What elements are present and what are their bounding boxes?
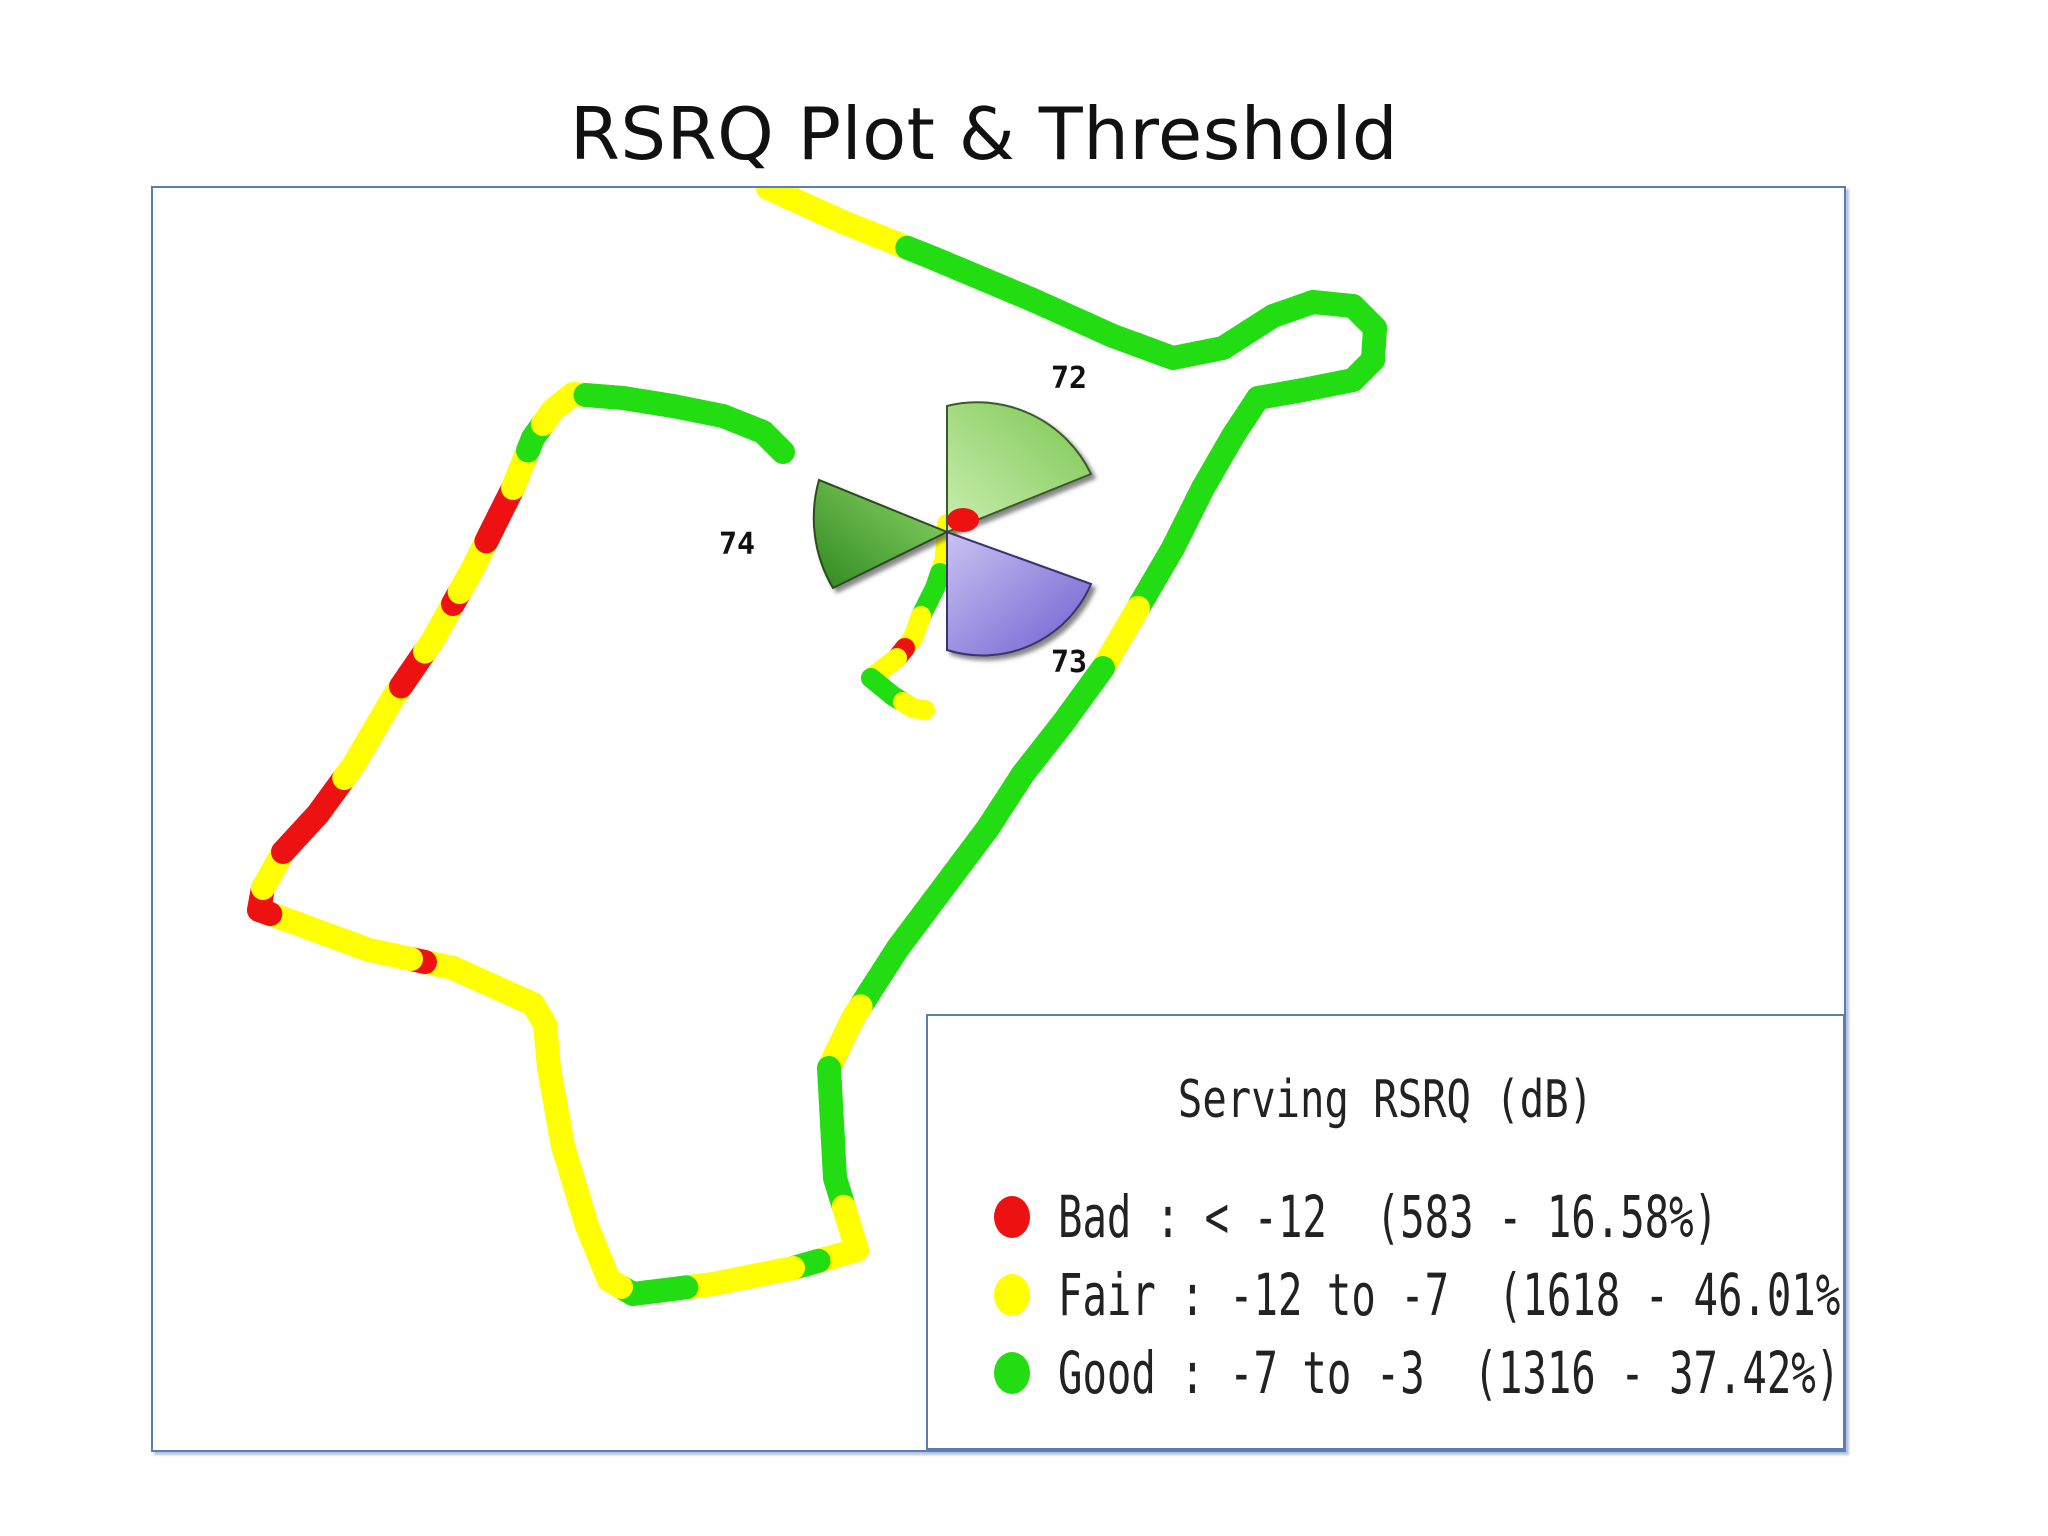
legend-title: Serving RSRQ (dB): [1177, 1070, 1594, 1130]
slide-title: RSRQ Plot & Threshold: [569, 92, 1399, 176]
drive-route: [247, 188, 1387, 1306]
sector-wedge-icon[interactable]: [812, 478, 950, 590]
legend: Serving RSRQ (dB) Bad : < -12 (583 - 16.…: [926, 1014, 1846, 1450]
route-sample: [903, 698, 935, 720]
legend-label: Bad : < -12 (583 - 16.58%): [1058, 1183, 1718, 1251]
bad-dot-icon: [994, 1196, 1030, 1238]
sector-wedge-icon[interactable]: [946, 401, 1093, 534]
route-sample: [761, 430, 795, 464]
good-dot-icon: [994, 1352, 1030, 1394]
drive-route-map[interactable]: 72 74 73: [153, 188, 1844, 1450]
cell-site[interactable]: [812, 401, 1093, 657]
legend-item-fair: Fair : -12 to -7 (1618 - 46.01%): [994, 1260, 1846, 1330]
legend-item-bad: Bad : < -12 (583 - 16.58%): [994, 1182, 1844, 1252]
sector-label: 74: [719, 527, 755, 562]
legend-label: Good : -7 to -3 (1316 - 37.42%): [1058, 1339, 1841, 1407]
site-marker[interactable]: [947, 508, 979, 532]
fair-dot-icon: [994, 1274, 1030, 1316]
legend-label: Fair : -12 to -7 (1618 - 46.01%): [1058, 1261, 1846, 1329]
sector-label: 72: [1051, 361, 1087, 396]
sector-wedge-icon[interactable]: [946, 530, 1093, 657]
legend-item-good: Good : -7 to -3 (1316 - 37.42%): [994, 1338, 1844, 1408]
sector-label: 73: [1051, 645, 1087, 680]
map-frame[interactable]: 72 74 73 Serving RSRQ (dB) Bad : < -12 (…: [151, 186, 1846, 1452]
